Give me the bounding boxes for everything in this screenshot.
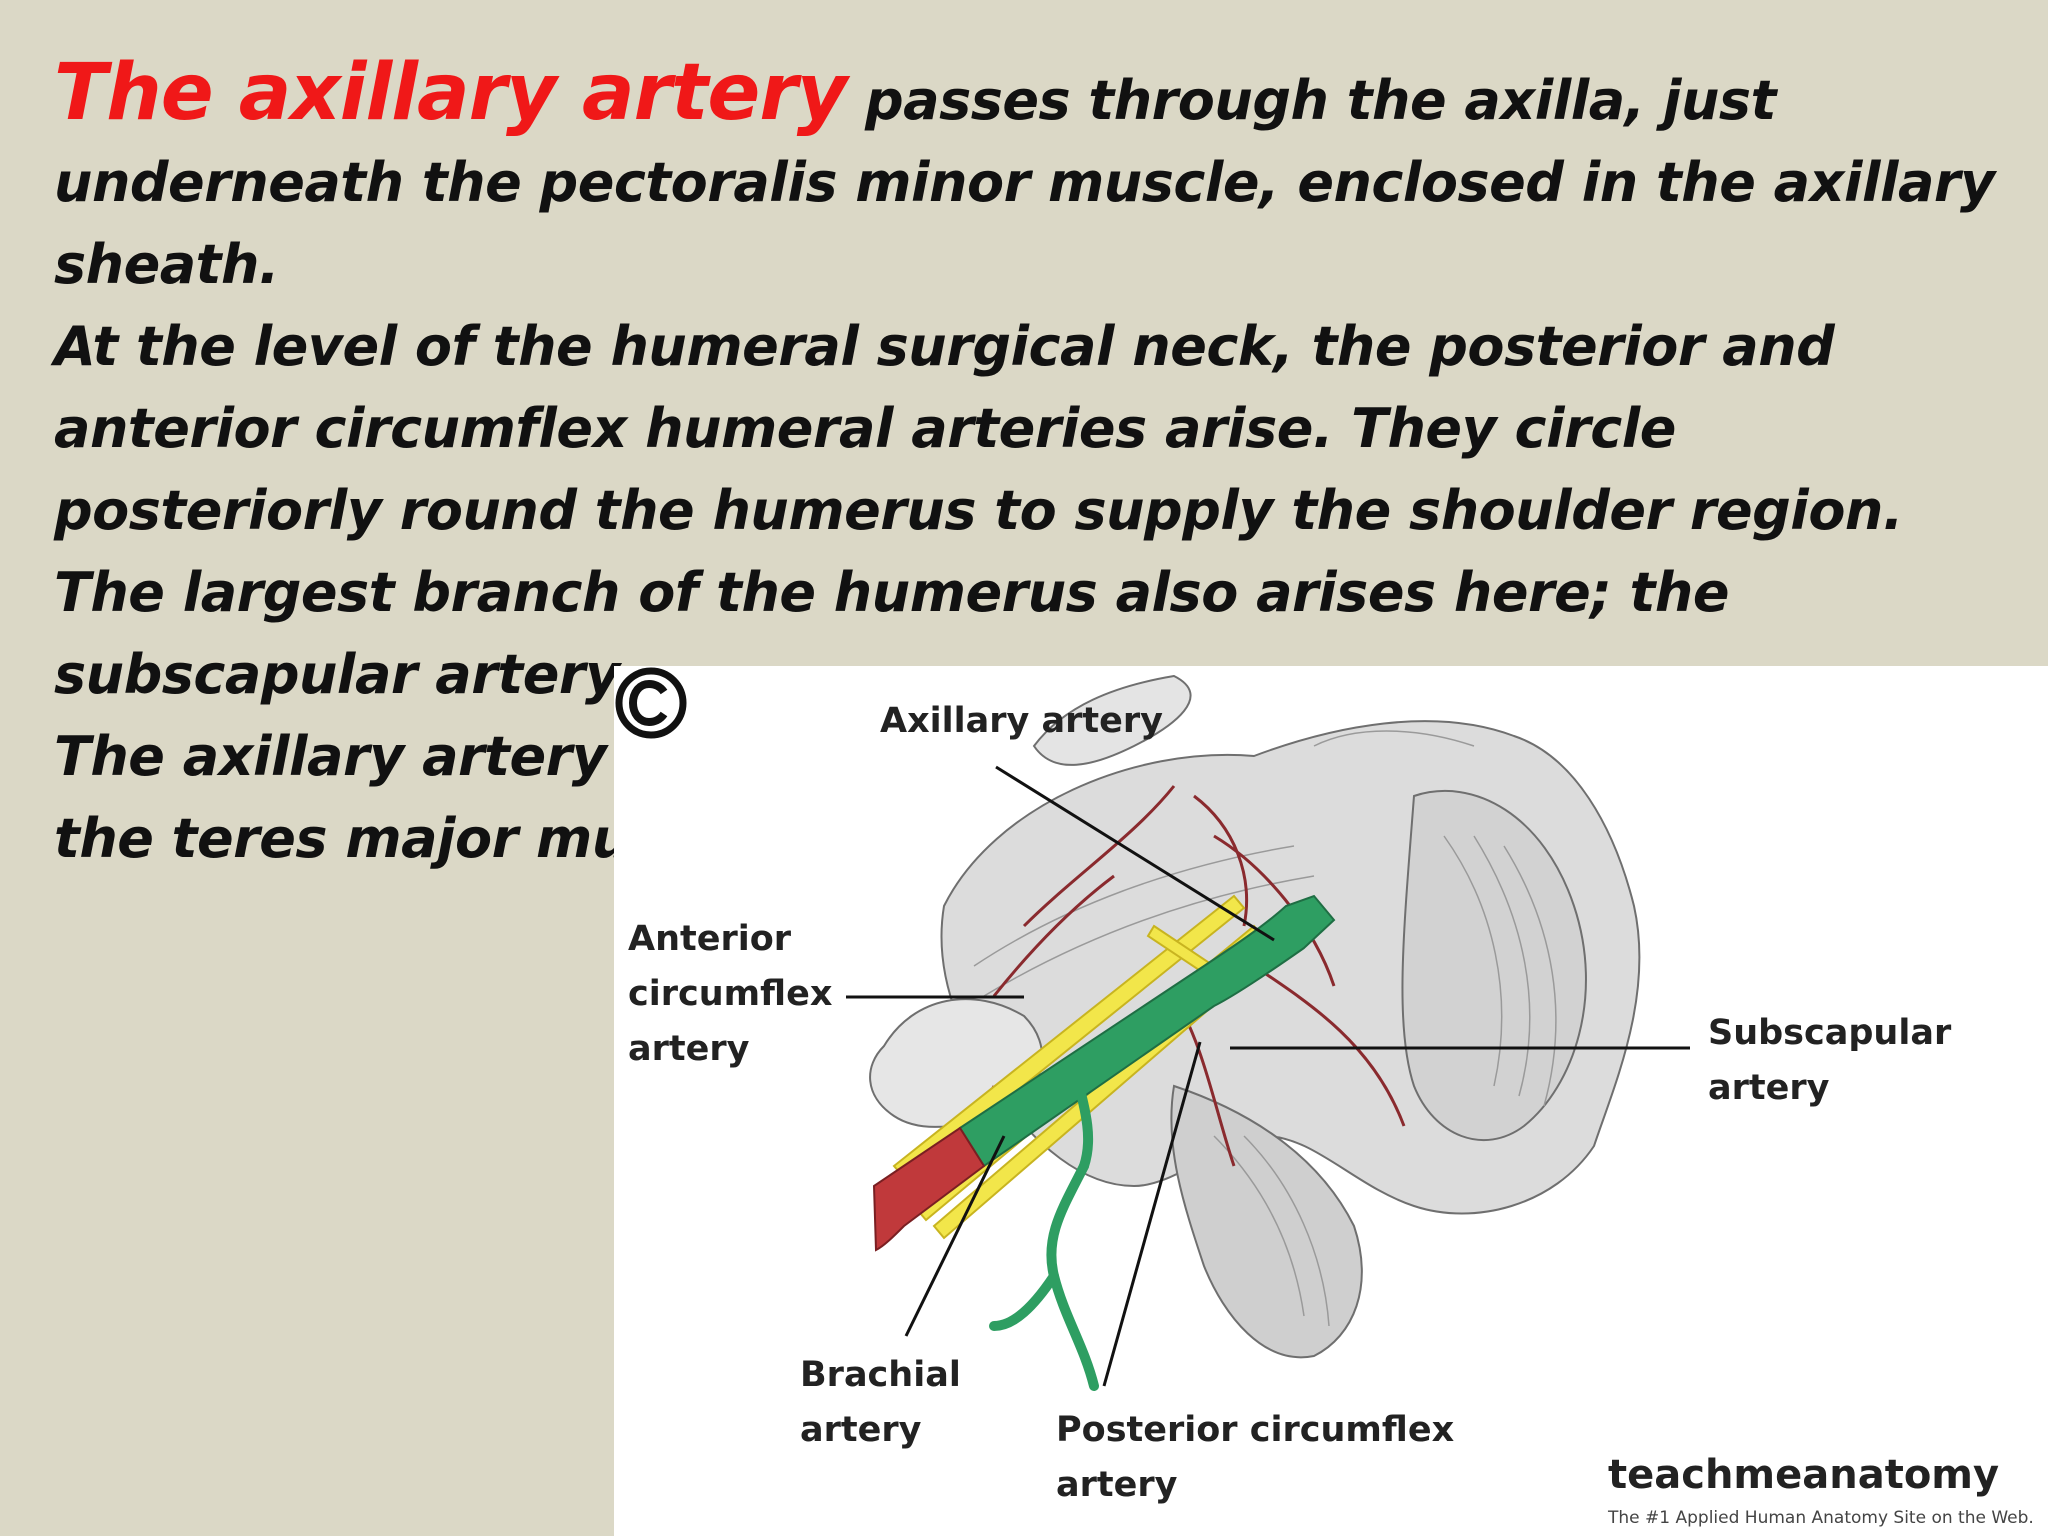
label-posterior-line2: artery — [1056, 1465, 1178, 1505]
title-highlight: The axillary artery — [54, 48, 848, 138]
axillary-artery-shape — [958, 894, 1336, 1168]
label-brachial-line2: artery — [800, 1410, 922, 1450]
logo-tagline: The #1 Applied Human Anatomy Site on the… — [1608, 1508, 2034, 1528]
label-axillary-artery: Axillary artery — [880, 701, 1163, 741]
paragraph-1-text: passes through the axilla, just undernea… — [54, 69, 1995, 296]
label-subscapular-line2: artery — [1708, 1068, 1830, 1108]
label-anterior-line1: Anterior — [628, 919, 792, 959]
green-branches — [989, 1061, 1099, 1391]
leader-lines — [846, 765, 1690, 1387]
label-anterior-line3: artery — [628, 1029, 750, 1069]
muscles — [869, 674, 1641, 1359]
label-posterior-line1: Posterior circumflex — [1056, 1410, 1455, 1450]
label-subscapular-line1: Subscapular — [1708, 1013, 1952, 1053]
brachial-artery-shape — [872, 1126, 986, 1252]
logo-name: teachmeanatomy — [1608, 1452, 2000, 1498]
anatomy-illustration — [846, 674, 1690, 1391]
paragraph-1: The axillary artery passes through the a… — [54, 52, 2014, 306]
paragraph-2: At the level of the humeral surgical nec… — [54, 315, 1903, 706]
anatomy-figure: Axillary artery Anterior circumflex arte… — [614, 666, 2048, 1536]
label-brachial-line1: Brachial — [800, 1355, 961, 1395]
copyright-icon — [615, 667, 687, 739]
label-anterior-line2: circumflex — [628, 974, 833, 1014]
